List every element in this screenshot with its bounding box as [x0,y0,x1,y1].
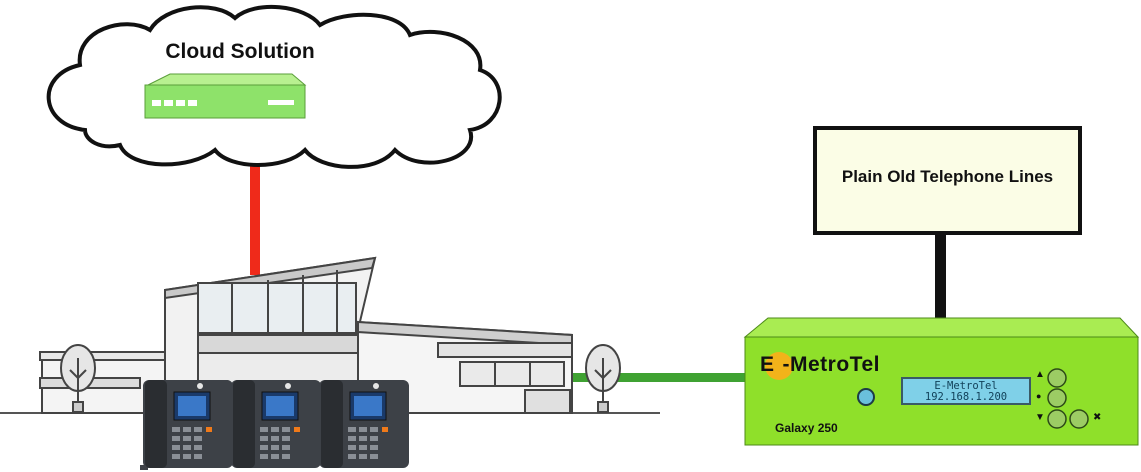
lcd-line-2: 192.168.1.200 [924,391,1008,403]
lcd-down-button-icon [1047,409,1067,429]
nav-up-icon: ▲ [1035,369,1045,380]
ip-phone-1 [140,380,233,470]
sign-post-connector [935,233,946,318]
nav-dot-icon: ● [1036,391,1042,401]
brand-dot-icon [765,352,793,380]
lcd-select-button-icon [1047,388,1067,408]
pots-sign-board [813,126,1082,235]
cloud-uplink-connector [250,165,260,275]
nav-down-icon: ▼ [1035,412,1045,423]
nav-cancel-icon: ✖ [1093,412,1102,423]
cloud-solution-label: Cloud Solution [165,40,315,63]
lan-connector [565,373,745,382]
lcd-up-button-icon [1047,368,1067,388]
ip-phone-2 [231,380,321,468]
brand-rest: -MetroTel [782,353,880,376]
power-button-icon [857,388,875,406]
lcd-line-1: E-MetroTel [934,380,998,392]
appliance-brand: E -MetroTel [760,353,880,377]
ip-phone-3 [319,380,409,468]
appliance-lcd-display: E-MetroTel 192.168.1.200 [901,377,1031,405]
cloud-server-icon [144,73,307,119]
appliance-model: Galaxy 250 [775,421,838,435]
pots-label: Plain Old Telephone Lines [841,167,1054,186]
lcd-cancel-button-icon [1069,409,1089,429]
brand-prefix: E [760,353,775,376]
